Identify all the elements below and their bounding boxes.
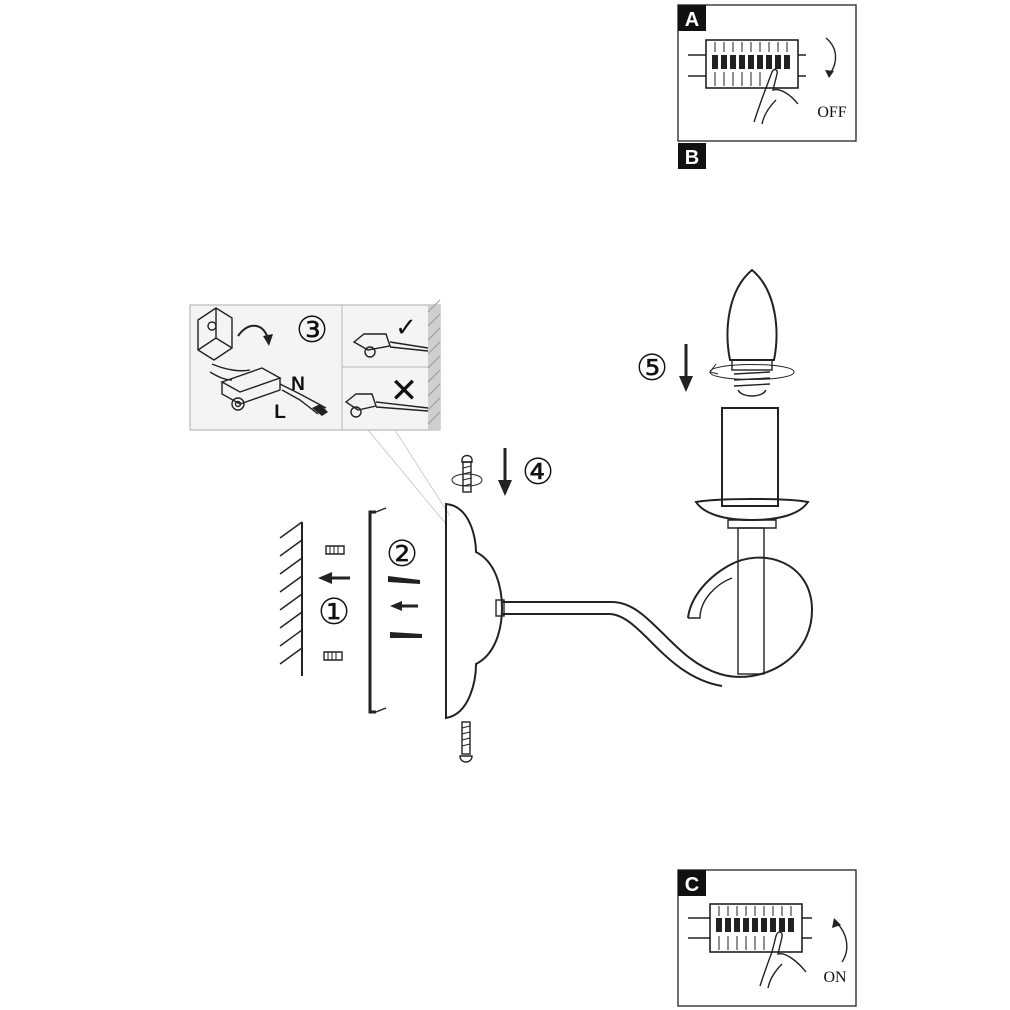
mounting-bracket-icon	[197, 307, 233, 361]
check-mark-icon: ✓	[395, 313, 417, 343]
rotate-arrow-icon	[237, 324, 269, 339]
neutral-wire-label: N	[291, 374, 305, 395]
screw-icon	[390, 632, 422, 638]
canopy-screw-icon	[459, 721, 473, 763]
hand-icon	[753, 68, 799, 123]
step-1-label: ①	[318, 592, 350, 633]
panel-b-label: B	[685, 147, 699, 169]
wall	[279, 521, 303, 676]
step-5-label: ⑤	[636, 348, 668, 389]
breaker-switch-icon	[688, 903, 812, 953]
wiring-detail-panel: ③ N L ✓ ✕	[189, 299, 451, 525]
breaker-off-panel: A B	[677, 4, 857, 169]
step-2-label: ②	[386, 534, 418, 575]
cross-mark-icon: ✕	[390, 371, 419, 411]
arrow-left-icon	[318, 572, 350, 584]
arrow-down-icon	[498, 448, 512, 496]
terminal-block-icon	[209, 363, 328, 416]
screw-icon	[388, 576, 420, 584]
candle-bulb-icon	[709, 268, 795, 397]
arrow-left-icon	[390, 601, 418, 611]
canopy-screw-icon	[451, 454, 483, 493]
mounting-bracket	[368, 507, 387, 714]
panel-b-label-box	[678, 143, 706, 169]
step-3-label: ③	[296, 310, 328, 351]
breaker-on-panel: C	[677, 869, 857, 1007]
breaker-switch-icon	[688, 39, 806, 89]
candle-holder	[694, 407, 810, 675]
panel-a-label-box	[678, 5, 706, 31]
wall-plug-icon	[325, 545, 345, 555]
wall-plug-icon	[323, 651, 343, 661]
off-label: OFF	[817, 104, 846, 121]
live-wire-label: L	[274, 402, 286, 423]
on-label: ON	[823, 969, 847, 986]
wrong-connection-icon	[344, 393, 429, 418]
arrow-down-icon	[679, 344, 693, 392]
step-4-label: ④	[522, 452, 554, 493]
lamp-arm	[495, 556, 814, 687]
wall-canopy	[445, 502, 504, 720]
hand-icon	[759, 931, 807, 987]
correct-connection-icon	[352, 333, 429, 358]
panel-c-label: C	[685, 874, 699, 896]
panel-a-label: A	[685, 9, 699, 31]
panel-c-label-box	[678, 870, 706, 896]
